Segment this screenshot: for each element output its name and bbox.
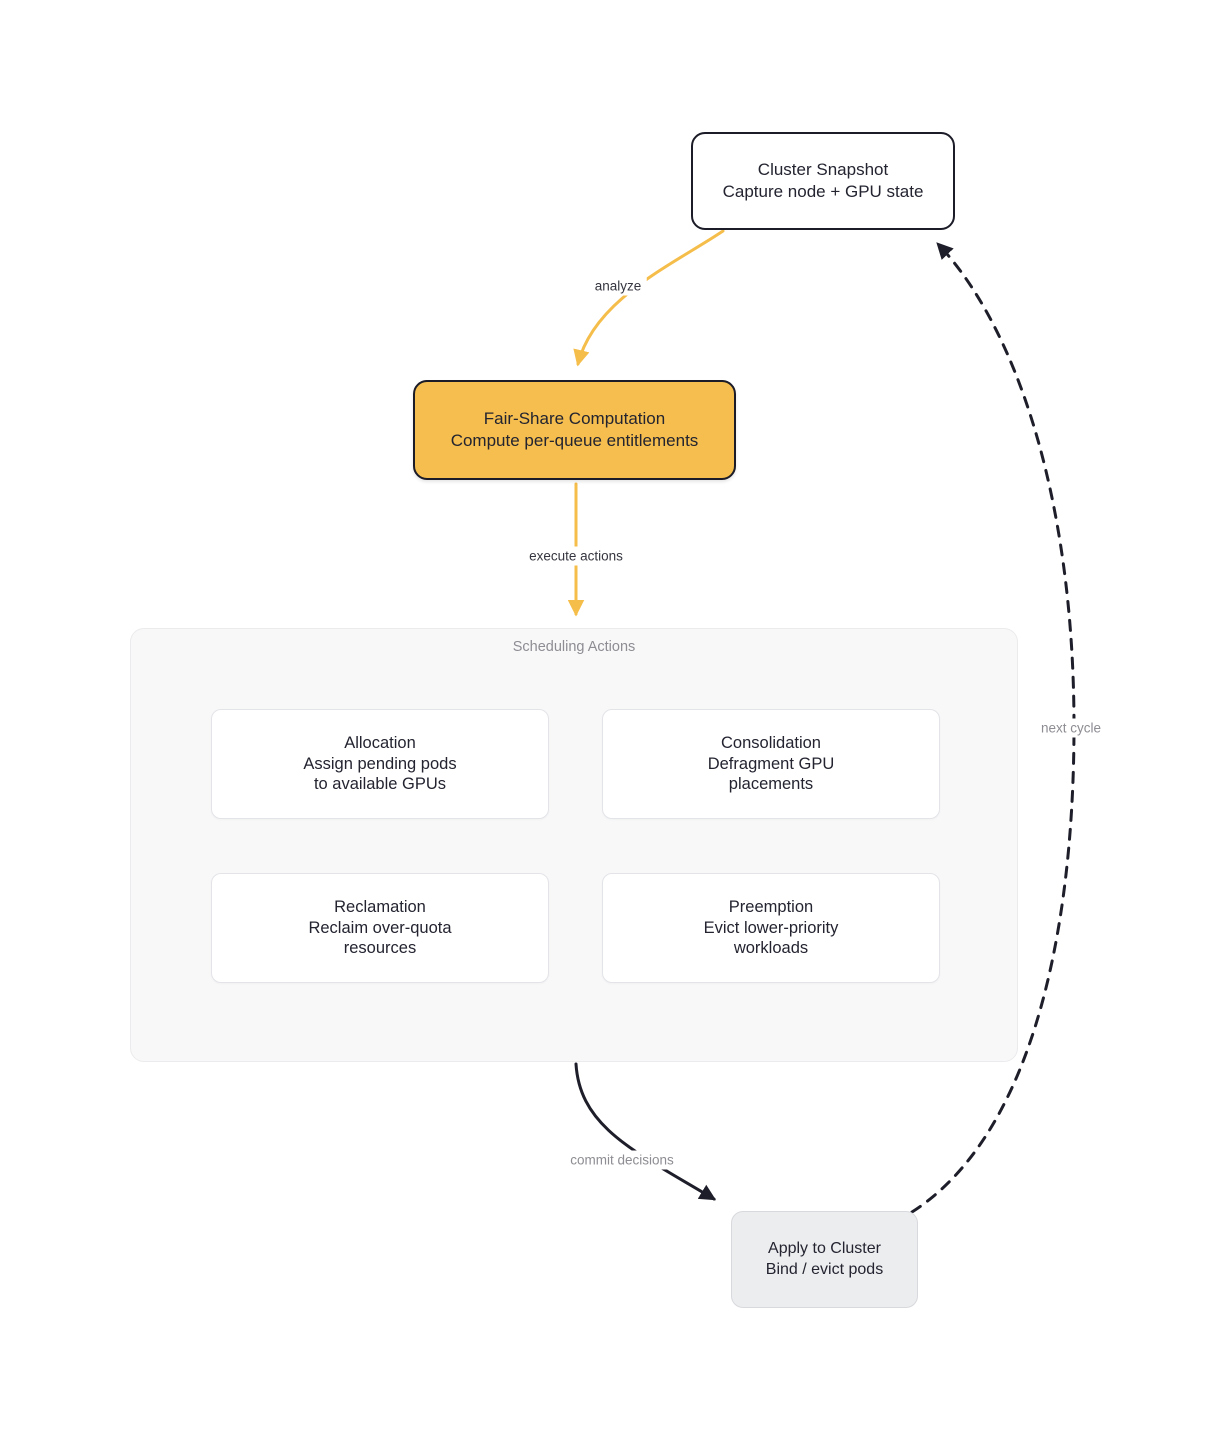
consolidation-line2: Defragment GPU [707, 754, 835, 773]
edge-commit-decisions-arrow [574, 1062, 717, 1201]
reclamation-title: Reclamation [334, 898, 426, 917]
edge-label-commit-decisions: commit decisions [565, 1150, 679, 1170]
preemption-title: Preemption [728, 898, 814, 917]
cluster-snapshot-title: Cluster Snapshot [757, 159, 889, 179]
cluster-snapshot-subtitle: Capture node + GPU state [722, 182, 924, 201]
consolidation-title: Consolidation [721, 734, 821, 753]
apply-cluster-subtitle: Bind / evict pods [765, 1260, 884, 1278]
edge-label-next-cycle: next cycle [1035, 718, 1107, 738]
reclamation-line2: Reclaim over-quota [308, 918, 452, 937]
consolidation-line3: placements [728, 775, 814, 794]
node-cluster-snapshot: Cluster Snapshot Capture node + GPU stat… [691, 132, 955, 230]
fair-share-subtitle: Compute per-queue entitlements [450, 431, 699, 450]
edge-analyze-arrow [573, 229, 725, 367]
edge-label-analyze: analyze [589, 276, 647, 296]
scheduling-actions-title: Scheduling Actions [512, 639, 636, 655]
apply-cluster-title: Apply to Cluster [768, 1239, 881, 1257]
node-reclamation: Reclamation Reclaim over-quota resources [211, 873, 549, 983]
allocation-title: Allocation [344, 734, 416, 753]
fair-share-title: Fair-Share Computation [483, 408, 666, 428]
preemption-line2: Evict lower-priority [703, 918, 839, 937]
node-allocation: Allocation Assign pending pods to availa… [211, 709, 549, 819]
allocation-line2: Assign pending pods [303, 754, 457, 773]
preemption-line3: workloads [733, 939, 809, 958]
reclamation-line3: resources [343, 939, 417, 958]
node-preemption: Preemption Evict lower-priority workload… [602, 873, 940, 983]
node-consolidation: Consolidation Defragment GPU placements [602, 709, 940, 819]
node-apply-to-cluster: Apply to Cluster Bind / evict pods [731, 1211, 918, 1308]
allocation-line3: to available GPUs [313, 775, 447, 794]
edge-label-execute-actions: execute actions [524, 546, 628, 566]
node-fair-share-computation: Fair-Share Computation Compute per-queue… [413, 380, 736, 480]
scheduling-actions-container: Scheduling Actions Allocation Assign pen… [130, 628, 1018, 1062]
